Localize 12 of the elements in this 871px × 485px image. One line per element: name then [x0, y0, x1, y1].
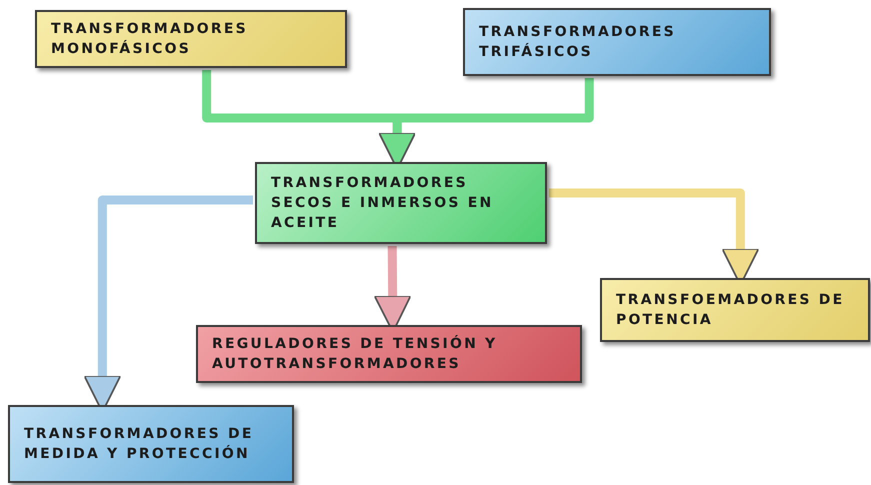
category-label: TRANSFORMADORES DE MEDIDA Y PROTECCIÓN — [24, 424, 255, 464]
category-label: TRANSFOEMADORES DE POTENCIA — [616, 290, 846, 330]
category-label: REGULADORES DE TENSIÓN Y AUTOTRANSFORMADORES — [212, 334, 498, 374]
category-box — [35, 10, 347, 68]
category-label: TRANSFORMADORES SECOS E INMERSOS EN ACEITE — [271, 174, 494, 234]
category-box — [8, 405, 294, 483]
category-box — [463, 8, 771, 76]
category-label: TRANSFORMADORES TRIFÁSICOS — [479, 22, 677, 62]
category-box — [255, 162, 547, 244]
category-box — [600, 278, 870, 342]
category-box — [196, 325, 582, 383]
category-label: TRANSFORMADORES MONOFÁSICOS — [51, 20, 249, 59]
